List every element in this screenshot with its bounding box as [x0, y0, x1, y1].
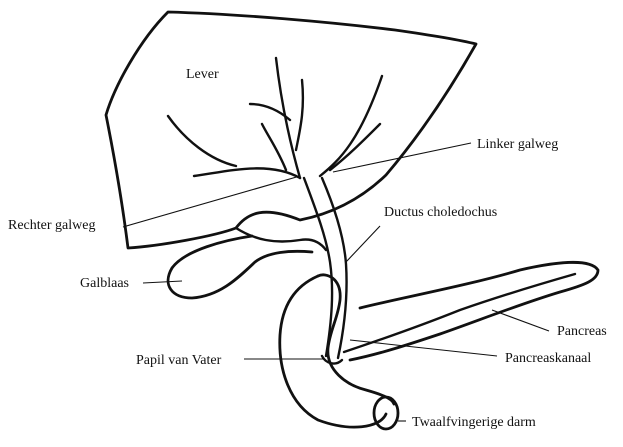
intrahepatic-duct-upper-mid [296, 80, 303, 150]
gallbladder-outline [168, 236, 312, 298]
label-pancreas: Pancreas [557, 324, 607, 339]
common-bile-duct-left [304, 178, 332, 356]
intrahepatic-duct-right-branch [194, 168, 300, 178]
leader-left-bile-duct [333, 143, 471, 172]
intrahepatic-duct-left-branch [320, 76, 382, 176]
leader-right-bile-duct [123, 176, 300, 227]
label-left-bile-duct: Linker galweg [477, 137, 558, 152]
leader-gallbladder [143, 281, 182, 283]
label-duodenum: Twaalfvingerige darm [412, 415, 536, 430]
label-gallbladder: Galblaas [80, 276, 129, 291]
label-right-bile-duct: Rechter galweg [8, 218, 95, 233]
leader-common-bile-duct [346, 226, 380, 262]
leader-pancreas [492, 310, 549, 331]
label-pancreatic-duct: Pancreaskanaal [505, 351, 591, 366]
intrahepatic-duct-left-branch-2 [330, 124, 380, 170]
intrahepatic-duct-mid-branch [262, 124, 286, 170]
label-common-bile-duct: Ductus choledochus [384, 205, 497, 220]
cystic-duct [236, 228, 326, 250]
intrahepatic-duct-right-lower [168, 116, 236, 166]
label-papilla-of-vater: Papil van Vater [136, 353, 222, 368]
label-liver: Lever [186, 67, 219, 82]
